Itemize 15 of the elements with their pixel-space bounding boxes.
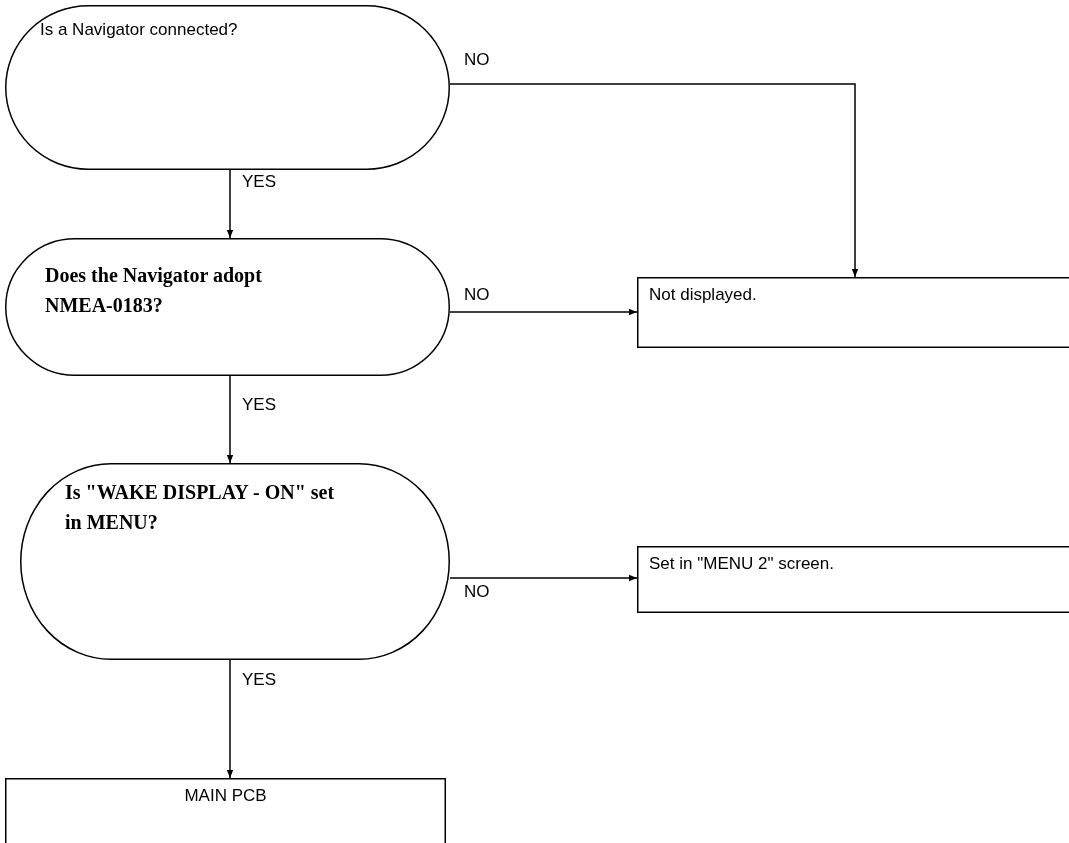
node-text: Does the Navigator adopt NMEA-0183? xyxy=(45,263,263,318)
node-text: MAIN PCB xyxy=(183,786,268,806)
process-box xyxy=(637,546,1069,613)
node-text: Is a Navigator connected? xyxy=(40,20,239,40)
node-text: Set in "MENU 2" screen. xyxy=(649,554,835,574)
process-box xyxy=(637,277,1069,348)
arrow xyxy=(449,83,859,278)
arrow xyxy=(449,574,638,582)
node-text: Not displayed. xyxy=(649,285,758,305)
process-box xyxy=(5,778,446,843)
arrow xyxy=(226,375,234,464)
arrow xyxy=(226,169,234,239)
arrow xyxy=(449,308,638,316)
node-text: Is "WAKE DISPLAY - ON" set in MENU? xyxy=(65,480,335,535)
arrow xyxy=(226,659,234,779)
